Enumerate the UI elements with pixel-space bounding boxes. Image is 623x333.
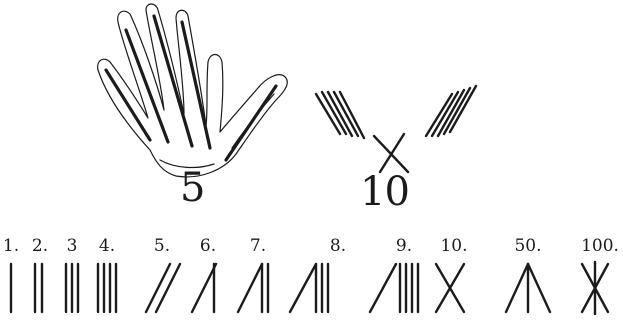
ten-right-stroke-1 xyxy=(426,94,452,136)
numeral-label-8: 8. xyxy=(330,238,346,255)
hand-caption: 5 xyxy=(180,168,204,208)
tally-9-diagonal xyxy=(370,264,396,312)
tally-50-stroke-b xyxy=(528,264,550,312)
tally-7-diagonal xyxy=(238,264,262,312)
tally-5-stroke-b xyxy=(156,264,180,312)
tally-6-diagonal xyxy=(192,264,216,312)
numeral-label-9: 9. xyxy=(396,238,412,255)
numeral-label-5: 5. xyxy=(154,238,170,255)
numeral-label-100: 100. xyxy=(581,238,619,255)
ten-cross-b xyxy=(380,134,404,172)
numeral-label-4: 4. xyxy=(99,238,115,255)
tally-50-stroke-a xyxy=(506,264,528,312)
numeral-label-1: 1. xyxy=(3,238,19,255)
numeral-label-10: 10. xyxy=(440,238,467,255)
tally-5-stroke-a xyxy=(146,264,170,312)
ten-left-stroke-3 xyxy=(328,92,352,136)
hand-drawing xyxy=(98,4,288,177)
numeral-label-50: 50. xyxy=(514,238,541,255)
numeral-label-3: 3 xyxy=(67,238,78,255)
ten-sign xyxy=(316,86,476,172)
finger-stroke-5 xyxy=(226,86,276,160)
ten-caption: 10 xyxy=(360,172,409,212)
ten-left-stroke-1 xyxy=(316,94,340,134)
tally-8-diagonal xyxy=(290,264,316,312)
numeral-label-6: 6. xyxy=(200,238,216,255)
numeral-label-2: 2. xyxy=(32,238,48,255)
numeral-label-7: 7. xyxy=(250,238,266,255)
tally-row xyxy=(11,262,608,314)
